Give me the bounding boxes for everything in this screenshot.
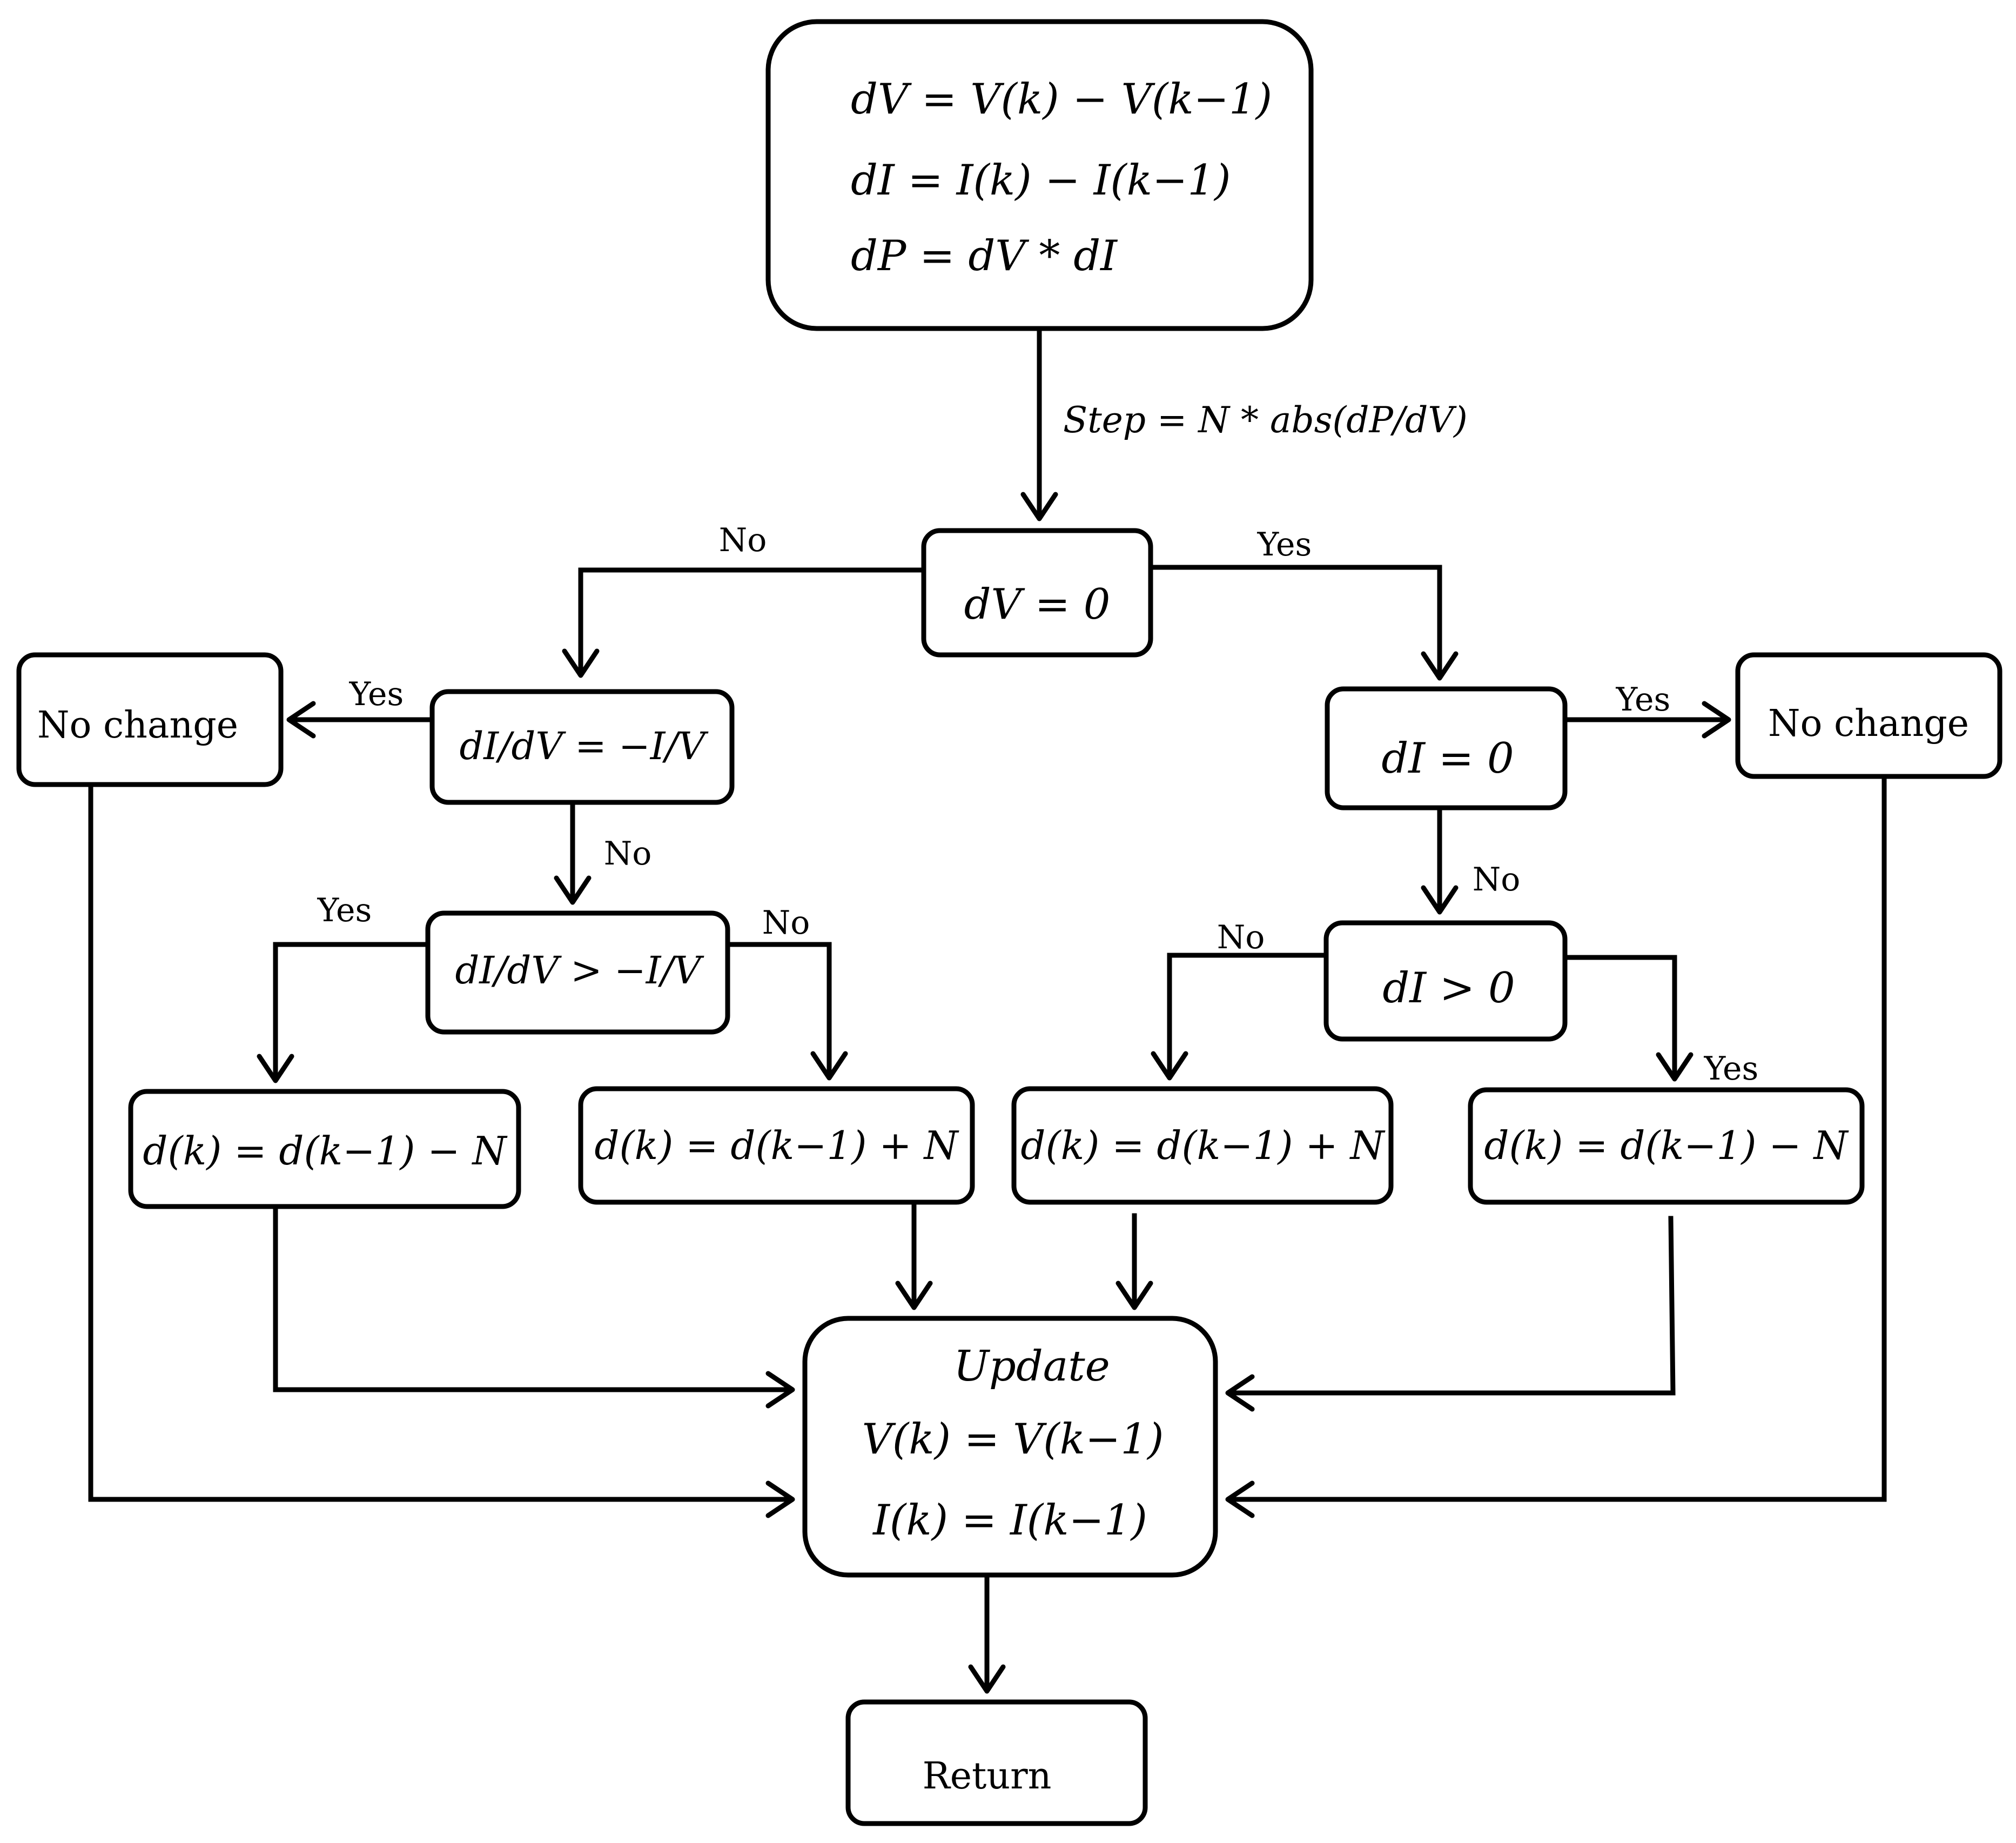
edge-lc2-no xyxy=(725,942,832,1078)
arrowhead-dv-yes xyxy=(1421,651,1459,681)
update-title: Update xyxy=(953,1342,1110,1391)
left-inc-box xyxy=(578,1086,975,1205)
label-rc1-yes: Yes xyxy=(1616,681,1671,719)
arrowhead-lc1-no xyxy=(554,875,592,905)
arrowhead-update-return xyxy=(968,1664,1006,1694)
label-dv-yes: Yes xyxy=(1257,526,1312,564)
return-text: Return xyxy=(923,1755,1052,1798)
left-nochange-text: No change xyxy=(37,704,238,747)
arrowhead-rnc-update xyxy=(1225,1480,1255,1518)
label-rc2-no: No xyxy=(1217,919,1265,956)
arrowhead-rc1-yes xyxy=(1702,701,1731,739)
step-label: Step = N * abs(dP/dV) xyxy=(1063,399,1468,441)
right-cond2-box xyxy=(1323,920,1568,1042)
arrowhead-rc1-no xyxy=(1421,885,1459,915)
arrowhead-dv-no xyxy=(562,648,600,678)
edge-rdec-update xyxy=(1228,1216,1676,1396)
right-nochange-text: No change xyxy=(1768,702,1969,745)
return-box xyxy=(845,1699,1148,1826)
arrowhead-lc2-no xyxy=(810,1051,848,1081)
edge-ldec-update xyxy=(273,1204,792,1392)
label-dv-no: No xyxy=(719,521,767,559)
arrowhead-rinc-update xyxy=(1115,1281,1153,1310)
arrowhead-ldec-update xyxy=(765,1371,795,1409)
label-lc1-yes: Yes xyxy=(349,675,404,713)
edge-lc2-yes xyxy=(273,942,431,1081)
arrowhead-lc2-yes xyxy=(257,1054,294,1083)
edge-rc2-yes xyxy=(1562,955,1677,1079)
label-lc2-yes: Yes xyxy=(317,892,372,929)
update-line2: I(k) = I(k−1) xyxy=(872,1496,1147,1545)
right-inc-text: d(k) = d(k−1) + N xyxy=(1020,1123,1386,1168)
arrowhead-rc2-yes xyxy=(1656,1052,1694,1082)
label-rc1-no: No xyxy=(1473,861,1521,899)
update-box xyxy=(802,1316,1218,1578)
left-inc-text: d(k) = d(k−1) + N xyxy=(594,1123,959,1168)
left-nochange-box xyxy=(16,652,284,787)
update-line1: V(k) = V(k−1) xyxy=(862,1415,1164,1464)
arrowhead-compute-dv xyxy=(1020,492,1058,521)
edge-dv-yes xyxy=(1148,565,1442,678)
right-cond1-box xyxy=(1325,686,1568,810)
edge-dv-no xyxy=(578,567,926,675)
left-cond2-text: dI/dV > −I/V xyxy=(455,948,704,993)
compute-line2: dI = I(k) − I(k−1) xyxy=(851,156,1231,205)
right-nochange-box xyxy=(1735,652,2002,779)
right-dec-box xyxy=(1468,1087,1865,1205)
dv-zero-box xyxy=(921,528,1153,658)
arrowhead-rc2-no xyxy=(1151,1051,1188,1081)
arrowhead-rdec-update xyxy=(1225,1374,1255,1412)
dv-zero-text: dV = 0 xyxy=(964,580,1111,629)
arrowhead-lnc-update xyxy=(765,1480,795,1518)
compute-line3: dP = dV * dI xyxy=(851,232,1118,280)
edge-rc2-no xyxy=(1167,953,1329,1078)
left-cond1-text: dI/dV = −I/V xyxy=(460,724,709,768)
edge-rnc-update xyxy=(1228,774,1887,1502)
left-dec-text: d(k) = d(k−1) − N xyxy=(143,1128,508,1174)
label-lc2-no: No xyxy=(762,904,810,942)
arrowhead-linc-update xyxy=(895,1281,933,1310)
arrowhead-lc1-yes xyxy=(286,701,316,739)
edge-lnc-update xyxy=(88,782,792,1502)
label-lc1-no: No xyxy=(604,835,652,873)
left-dec-box xyxy=(128,1089,521,1209)
right-dec-text: d(k) = d(k−1) − N xyxy=(1484,1123,1849,1168)
compute-line1: dV = V(k) − V(k−1) xyxy=(851,75,1272,124)
right-cond1-text: dI = 0 xyxy=(1381,734,1514,783)
label-rc2-yes: Yes xyxy=(1704,1050,1759,1088)
left-cond1-box xyxy=(429,689,735,805)
right-inc-box xyxy=(1011,1086,1394,1205)
left-cond2-box xyxy=(425,910,730,1035)
right-cond2-text: dI > 0 xyxy=(1382,964,1515,1013)
